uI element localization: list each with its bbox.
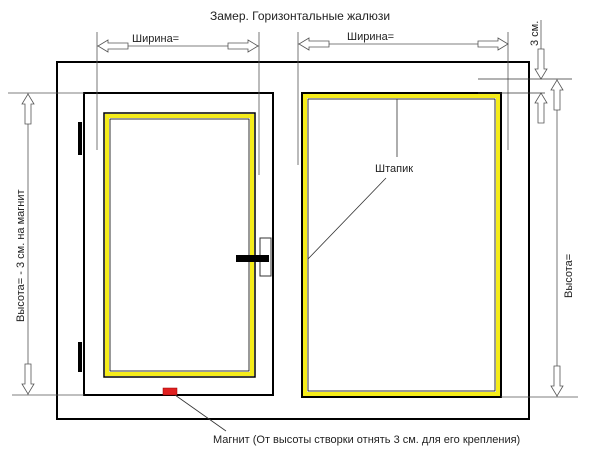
height-dimension-left	[8, 92, 84, 396]
magnet-leader-line	[174, 394, 227, 432]
left-sash	[83, 92, 274, 396]
right-pane	[301, 92, 502, 398]
window-handle-icon	[236, 237, 272, 277]
height-label-left: Высота= - 3 см. на магнит	[15, 189, 27, 322]
width-label-left: Ширина=	[132, 33, 179, 45]
glazing-bead-label: Штапик	[375, 163, 413, 175]
left-glazing-bead	[103, 112, 256, 378]
diagram-title: Замер. Горизонтальные жалюзи	[210, 9, 390, 23]
magnet-icon	[162, 387, 178, 396]
height-label-right: Высота=	[563, 254, 575, 298]
offset-dimension	[478, 20, 572, 124]
height-dimension-right	[501, 79, 578, 398]
width-dimension-right	[297, 32, 509, 165]
offset-label: 3 см.	[529, 21, 541, 46]
magnet-note: Магнит (От высоты створки отнять 3 см. д…	[213, 434, 520, 446]
width-label-right: Ширина=	[347, 31, 394, 43]
width-dimension-left	[96, 32, 260, 175]
bottom-hinge-icon	[78, 342, 82, 372]
outer-frame	[56, 61, 530, 420]
top-hinge-icon	[78, 122, 82, 155]
bead-leader-line	[307, 177, 387, 260]
